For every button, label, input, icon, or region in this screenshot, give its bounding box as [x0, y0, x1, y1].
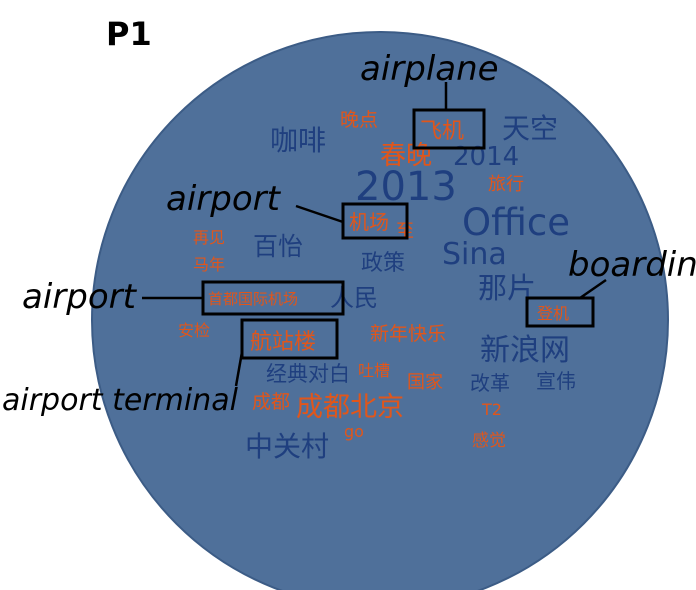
word-zhongguancun: 中关村: [245, 430, 329, 463]
word-feiji: 飞机: [420, 119, 464, 144]
boxed-hangzhanlou: 航站楼: [240, 318, 339, 360]
word-xinnian: 新年快乐: [370, 323, 446, 345]
word-office: Office: [462, 201, 570, 244]
word-chengdubeijing: 成都北京: [296, 392, 404, 423]
leader-airport-top: [295, 204, 344, 224]
topic-circle: [91, 31, 669, 590]
callout-airport-left: airport: [22, 277, 138, 317]
word-zaijian: 再见: [193, 228, 225, 247]
word-go: go: [344, 422, 364, 441]
callout-airport-terminal: airport terminal: [2, 383, 239, 418]
word-renmin: 人民: [330, 284, 378, 312]
word-ganjue: 感觉: [472, 431, 506, 451]
word-xuanwei: 宣伟: [536, 369, 576, 393]
word-guojia: 国家: [407, 372, 443, 393]
word-tucao: 吐槽: [358, 361, 390, 380]
box-dengji-frame: [525, 296, 595, 328]
word-hangzhanlou: 航站楼: [250, 330, 316, 355]
word-sina: Sina: [442, 237, 507, 272]
word-lvxing: 旅行: [488, 174, 524, 195]
panel-label: P1: [106, 15, 152, 53]
word-shoudu: 首都国际机场: [208, 290, 298, 308]
boxed-dengji: 登机: [525, 296, 595, 328]
callout-airplane: airplane: [360, 49, 499, 89]
leader-airport-terminal: [234, 351, 244, 387]
callout-airport-top: airport: [166, 179, 282, 219]
word-gaige: 改革: [470, 371, 510, 395]
word-zhengce: 政策: [361, 251, 405, 276]
word-dengji: 登机: [537, 304, 569, 323]
word-chengdu: 成都: [252, 391, 290, 413]
word-2013: 2013: [355, 164, 457, 210]
box-hangzhanlou-frame: [240, 318, 339, 360]
word-anjian: 安检: [178, 321, 210, 340]
word-tiankong: 天空: [502, 112, 558, 145]
word-kafei: 咖啡: [270, 124, 326, 157]
word-xinlangwang: 新浪网: [480, 333, 570, 368]
word-manian: 马年: [193, 255, 225, 274]
word-baiyi: 百怡: [253, 232, 303, 261]
word-jichang: 机场: [349, 210, 389, 234]
word-chunwan: 春晚: [380, 141, 432, 171]
leader-boarding: [579, 278, 607, 300]
box-feiji-frame: [412, 108, 486, 150]
word-t2: T2: [481, 400, 502, 419]
boxed-feiji: 飞机: [412, 108, 486, 150]
callout-boarding: boarding: [568, 245, 696, 285]
word-wandian: 晚点: [340, 109, 378, 131]
word-jingdiandui: 经典对白: [266, 362, 350, 386]
